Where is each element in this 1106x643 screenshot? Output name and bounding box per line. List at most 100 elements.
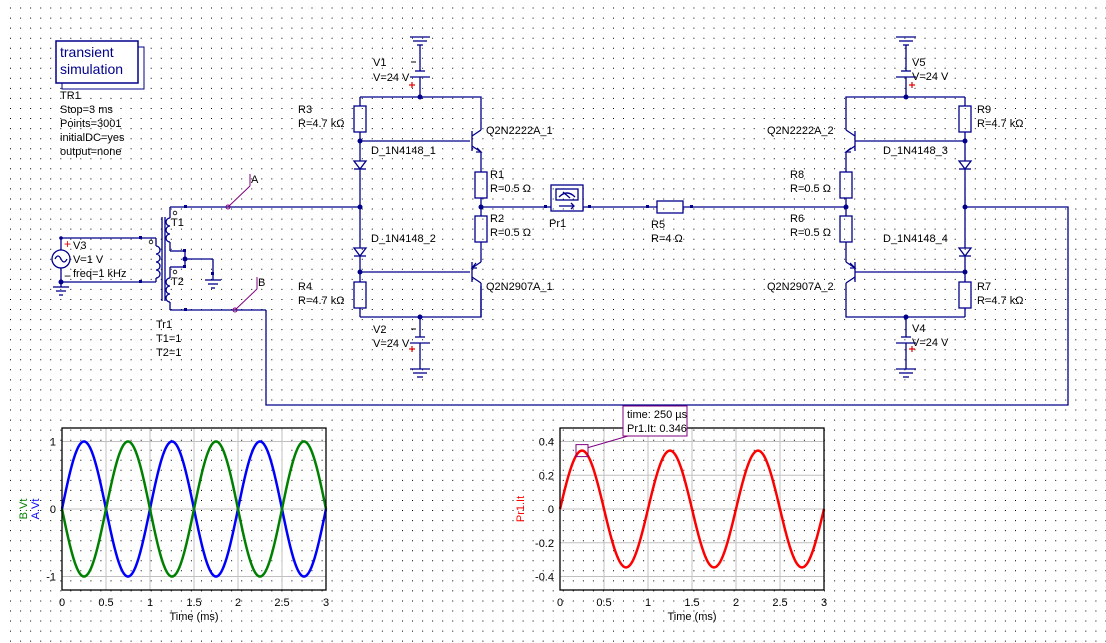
tr1-t1: T1=1 <box>156 333 181 345</box>
transformer-tr1[interactable]: T1 T2 Tr1 T1=1 T2=1 <box>148 207 184 359</box>
x-tick-label: 3 <box>323 597 329 609</box>
battery-v2[interactable]: V2 V=24 V <box>373 317 430 378</box>
d1-name: D_1N4148_1 <box>371 145 436 157</box>
chart1-ylabel-a: A.Vt <box>30 499 42 520</box>
battery-v4[interactable]: V4 V=24 V <box>896 317 949 378</box>
v3-name: V3 <box>73 240 86 252</box>
resistor-r7[interactable]: R7 R=4.7 kΩ <box>958 272 1023 317</box>
marker-value: Pr1.It: 0.346 <box>627 423 687 435</box>
sim-param: Stop=3 ms <box>60 104 113 116</box>
x-tick-label: 1 <box>147 597 153 609</box>
y-tick-label: 0 <box>50 504 56 516</box>
chart1-ylabel-b: B.Vt <box>18 499 30 520</box>
q3-name: Q2N2222A_2 <box>767 125 834 137</box>
r6-name: R6 <box>790 213 804 225</box>
current-probe-pr1[interactable]: Pr1 <box>549 184 584 230</box>
resistor-r8[interactable]: R8 R=0.5 Ω <box>790 164 853 207</box>
v5-name: V5 <box>912 57 925 69</box>
x-tick-label: 1.5 <box>186 597 201 609</box>
marker-box <box>575 444 589 458</box>
q1-name: Q2N2222A_1 <box>486 125 553 137</box>
sim-box <box>55 40 139 84</box>
resistor-r1[interactable]: R1 R=0.5 Ω <box>474 164 531 207</box>
marker-time: time: 250 µs <box>627 409 688 421</box>
r5-name: R5 <box>651 219 665 231</box>
voltage-source-v3[interactable]: + − V3 V=1 V freq=1 kHz <box>51 237 127 296</box>
plus-sign: + <box>64 237 71 251</box>
transistor-q4-pnp[interactable]: Q2N2907A_2 <box>767 251 857 295</box>
d3-name: D_1N4148_3 <box>883 145 948 157</box>
transistor-q2-pnp[interactable]: Q2N2907A_1 <box>470 251 553 295</box>
v4-name: V4 <box>912 323 925 335</box>
x-tick-label: 0.5 <box>98 597 113 609</box>
r9-name: R9 <box>977 104 991 116</box>
transistor-q3-npn[interactable]: Q2N2222A_2 <box>767 120 856 164</box>
y-tick-label: -0.4 <box>535 572 554 584</box>
wire-label-b[interactable]: B <box>232 277 265 313</box>
v3-value: V=1 V <box>73 254 104 266</box>
r2-name: R2 <box>490 213 504 225</box>
label-a: A <box>251 174 259 186</box>
sim-param: TR1 <box>60 90 81 102</box>
transient-simulation-block[interactable]: transient simulation TR1 Stop=3 ms Point… <box>55 40 145 158</box>
r3-value: R=4.7 kΩ <box>298 118 344 130</box>
minus-sign: − <box>64 269 71 283</box>
r4-name: R4 <box>298 281 312 293</box>
probe-name: Pr1 <box>549 218 566 230</box>
transistor-q1-npn[interactable]: Q2N2222A_1 <box>471 120 553 164</box>
x-tick-label: 1 <box>645 597 651 609</box>
marker-tooltip <box>622 405 688 437</box>
r1-name: R1 <box>490 169 504 181</box>
v2-name: V2 <box>373 324 386 336</box>
diode-d3[interactable]: D_1N4148_3 <box>883 141 973 207</box>
r7-value: R=4.7 kΩ <box>977 295 1023 307</box>
sim-param: Points=3001 <box>60 118 121 130</box>
chart2-ylabel: Pr1.It <box>515 496 527 522</box>
coil-t2-label: T2 <box>171 276 184 288</box>
resistor-r4[interactable]: R4 R=4.7 kΩ <box>298 272 367 317</box>
r1-value: R=0.5 Ω <box>490 183 531 195</box>
x-tick-label: 0 <box>59 597 65 609</box>
v4-value: V=24 V <box>912 337 949 349</box>
r7-name: R7 <box>977 281 991 293</box>
label-b: B <box>258 277 265 289</box>
wire-label-a[interactable]: A <box>225 174 259 210</box>
r6-value: R=0.5 Ω <box>790 227 831 239</box>
resistor-r3[interactable]: R3 R=4.7 kΩ <box>298 97 367 141</box>
r8-value: R=0.5 Ω <box>790 183 831 195</box>
v3-freq: freq=1 kHz <box>73 268 127 280</box>
series-line-pr1-it <box>558 449 826 569</box>
x-tick-label: 2.5 <box>772 597 787 609</box>
sim-title-line2: simulation <box>60 61 123 77</box>
diode-d4[interactable]: D_1N4148_4 <box>883 207 973 272</box>
chart2-xlabel: Time (ms) <box>667 611 716 623</box>
r8-name: R8 <box>790 169 804 181</box>
ground-symbol <box>205 279 221 289</box>
r3-name: R3 <box>298 104 312 116</box>
q4-name: Q2N2907A_2 <box>767 281 834 293</box>
chart1-frame <box>61 427 327 591</box>
resistor-r2[interactable]: R2 R=0.5 Ω <box>474 207 531 251</box>
chart1-xlabel: Time (ms) <box>169 611 218 623</box>
grid-dots <box>10 7 1106 642</box>
r2-value: R=0.5 Ω <box>490 227 531 239</box>
data-marker[interactable]: time: 250 µs Pr1.It: 0.346 <box>575 405 688 458</box>
diode-d1[interactable]: D_1N4148_1 <box>352 141 436 207</box>
r4-value: R=4.7 kΩ <box>298 295 344 307</box>
v1-name: V1 <box>373 57 386 69</box>
battery-v5[interactable]: V5 V=24 V <box>896 36 949 97</box>
tr1-name: Tr1 <box>156 319 172 331</box>
resistor-r6[interactable]: R6 R=0.5 Ω <box>790 207 853 251</box>
y-tick-label: 1 <box>50 437 56 449</box>
diode-d2[interactable]: D_1N4148_2 <box>352 207 436 272</box>
battery-v1[interactable]: V1 V=24 V <box>373 36 430 97</box>
sine-wave-icon <box>54 255 68 263</box>
sim-title-line1: transient <box>60 44 114 60</box>
right-amplifier-stage: V5 V=24 V R9 R=4.7 kΩ D_1N4148_3 D_1N4 <box>767 36 1023 378</box>
resistor-r9[interactable]: R9 R=4.7 kΩ <box>958 97 1023 141</box>
tr1-t2: T2=1 <box>156 347 181 359</box>
d4-name: D_1N4148_4 <box>883 233 948 245</box>
